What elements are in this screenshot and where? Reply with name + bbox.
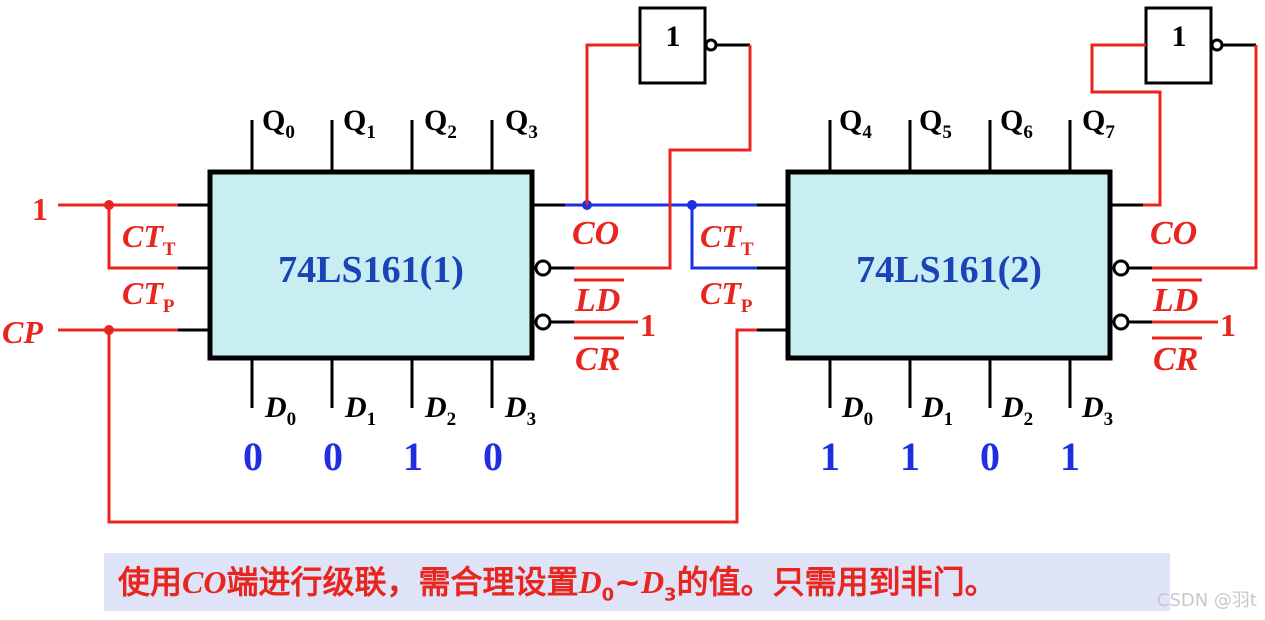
chip1-d3-label: D3 [504, 391, 536, 430]
chip2-ld-bubble [1112, 259, 1130, 277]
chip1-name: 74LS161(1) [278, 249, 464, 291]
node-chip1-enable [104, 200, 114, 210]
chip1-left-pins [178, 203, 210, 332]
chip1-ctp-label: CTP [122, 275, 175, 317]
chip1-d3-value: 0 [483, 434, 503, 479]
chip1-d1-value: 0 [323, 434, 343, 479]
chip2-body [785, 169, 1113, 361]
chip1-d0-label: D0 [264, 391, 296, 430]
chip2-q4-label: Q4 [839, 104, 872, 143]
chip1-d-pins [250, 358, 494, 408]
chip2-co-label: CO [1150, 215, 1197, 252]
chip2-q5-label: Q5 [919, 104, 952, 143]
not-gate-2-label: 1 [1172, 20, 1187, 53]
chip1-d0-value: 0 [243, 434, 263, 479]
chip-74ls161-1: 74LS161(1) Q0 Q1 Q2 Q3 D0 D1 D2 D3 0 0 1… [122, 104, 624, 479]
chip2-ctp-label: CTP [700, 275, 753, 317]
chip2-d1-label: D1 [921, 391, 953, 430]
chip1-q3-label: Q3 [505, 104, 538, 143]
chip1-ctt-label: CTT [122, 218, 176, 260]
chip2-d2-value: 0 [980, 434, 1000, 479]
chip1-body [207, 169, 535, 361]
chip1-cr-bubble [534, 313, 552, 331]
input-one-label: 1 [32, 191, 48, 227]
chip1-q1-label: Q1 [343, 104, 376, 143]
chip1-cr-one-label: 1 [640, 307, 656, 343]
wire-chip1-co-to-gate [585, 43, 640, 205]
chip1-d1-label: D1 [344, 391, 376, 430]
chip2-left-pins [757, 203, 788, 332]
chip1-cr-label: CR [575, 341, 620, 378]
wire-gate2-to-ld [1152, 45, 1258, 270]
chip1-d2-label: D2 [424, 391, 456, 430]
not-gate-1-label: 1 [666, 20, 681, 53]
chip1-q0-label: Q0 [262, 104, 295, 143]
chip2-d-pins [828, 358, 1072, 408]
watermark: CSDN @羽t [1156, 590, 1257, 611]
chip2-name: 74LS161(2) [856, 249, 1042, 291]
wire-clock [58, 328, 757, 524]
not-gate-2-bubble [1210, 38, 1224, 52]
chip2-q7-label: Q7 [1082, 104, 1115, 143]
chip1-ld-label: LD [574, 282, 620, 319]
chip2-ld-label: LD [1152, 282, 1198, 319]
chip2-d1-value: 1 [900, 434, 920, 479]
chip2-cr-label: CR [1153, 341, 1198, 378]
not-gate-1: 1 [638, 6, 750, 85]
wire-chip1-enable [58, 203, 178, 270]
chip2-d0-label: D0 [841, 391, 873, 430]
chip2-d2-label: D2 [1001, 391, 1033, 430]
not-gate-1-bubble [704, 38, 718, 52]
chip2-cr-one-label: 1 [1220, 307, 1236, 343]
chip2-ctt-label: CTT [700, 218, 754, 260]
caption: 使用CO端进行级联，需合理设置D0~D3的值。只需用到非门。 [118, 563, 997, 606]
caption-bar [104, 553, 1170, 611]
wire-chip2-co-to-gate [1090, 43, 1162, 207]
node-clock [104, 325, 114, 335]
chip1-ld-bubble [534, 259, 552, 277]
node-carry-2 [687, 200, 697, 210]
chip2-q6-label: Q6 [1000, 104, 1033, 143]
not-gate-2: 1 [1144, 6, 1256, 85]
chip2-d3-value: 1 [1060, 434, 1080, 479]
chip2-q-pins [828, 120, 1072, 172]
chip1-co-label: CO [572, 215, 619, 252]
cp-label: CP [2, 314, 43, 350]
wire-carry-cascade [565, 203, 757, 270]
chip2-d0-value: 1 [820, 434, 840, 479]
chip1-d2-value: 1 [403, 434, 423, 479]
chip2-cr-bubble [1112, 313, 1130, 331]
chip2-d3-label: D3 [1081, 391, 1113, 430]
chip1-q2-label: Q2 [424, 104, 457, 143]
wire-gate1-to-ld [574, 45, 752, 270]
chip1-q-pins [250, 120, 494, 172]
chip-74ls161-2: 74LS161(2) Q4 Q5 Q6 Q7 D0 D1 D2 D3 1 1 0… [700, 104, 1202, 479]
